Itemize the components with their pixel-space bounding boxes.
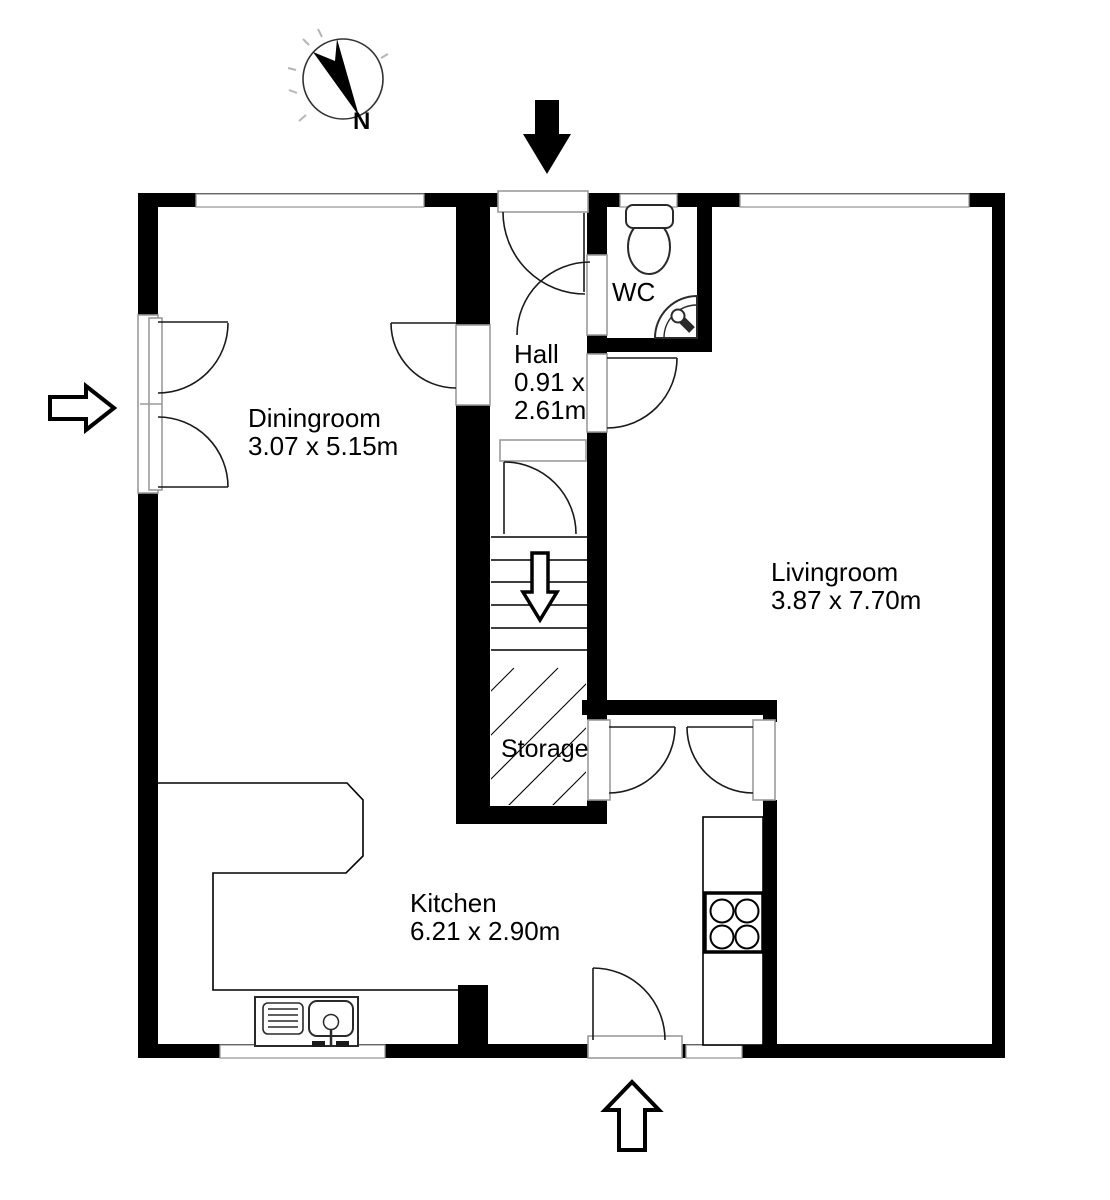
living-kitchen-wall-v bbox=[763, 800, 777, 1045]
back-entrance-arrow-icon bbox=[600, 1079, 664, 1152]
storage-hatch bbox=[491, 667, 586, 805]
counter-edge bbox=[158, 782, 458, 991]
storage-label: Storage bbox=[501, 736, 589, 763]
kitchen-window-right bbox=[685, 1044, 743, 1059]
stove-icon bbox=[703, 891, 765, 954]
wc-name: WC bbox=[612, 277, 656, 307]
diningroom-name: Diningroom bbox=[248, 403, 381, 433]
hall-dining-wall bbox=[456, 207, 490, 820]
corner-sink-icon bbox=[653, 294, 698, 339]
doors bbox=[137, 190, 776, 1059]
storage-name: Storage bbox=[501, 735, 589, 763]
entrance-arrow-icon bbox=[523, 100, 571, 174]
livingroom-dimensions: 3.87 x 7.70m bbox=[771, 585, 922, 616]
living-window bbox=[739, 193, 970, 208]
compass-needle bbox=[313, 39, 359, 116]
right-wall bbox=[992, 193, 1005, 1058]
kitchen-living-door bbox=[686, 719, 776, 801]
diningroom-dimensions: 3.07 x 5.15m bbox=[248, 431, 399, 462]
dining-french-doors bbox=[137, 314, 229, 494]
wc-bottom-wall bbox=[587, 338, 712, 352]
entrance-door bbox=[497, 190, 589, 295]
kitchen-label: Kitchen 6.21 x 2.90m bbox=[410, 889, 560, 945]
side-entrance-arrow-icon bbox=[48, 381, 118, 435]
kitchen-dimensions: 6.21 x 2.90m bbox=[410, 916, 561, 947]
dining-window bbox=[195, 193, 425, 208]
hall-label: Hall 0.91 x 2.61m bbox=[514, 340, 586, 424]
wc-label: WC bbox=[612, 278, 655, 306]
stairs bbox=[491, 536, 587, 651]
kitchen-wall-stub bbox=[458, 985, 488, 1045]
hall-dimensions-1: 0.91 x bbox=[514, 367, 585, 398]
wc-right-wall bbox=[697, 193, 712, 352]
windows bbox=[195, 193, 970, 1059]
livingroom-name: Livingroom bbox=[771, 557, 899, 587]
compass-north-label: N bbox=[353, 108, 370, 135]
stairs-down-arrow-icon bbox=[519, 551, 561, 624]
toilet-icon bbox=[625, 204, 674, 275]
kitchen-name: Kitchen bbox=[410, 888, 497, 918]
dining-door bbox=[390, 322, 491, 406]
compass-icon: N bbox=[287, 28, 389, 135]
living-kitchen-wall-h bbox=[582, 700, 777, 715]
stairs-door bbox=[499, 439, 587, 535]
livingroom-label: Livingroom 3.87 x 7.70m bbox=[771, 558, 921, 614]
diningroom-label: Diningroom 3.07 x 5.15m bbox=[248, 404, 398, 460]
hall-name: Hall bbox=[514, 339, 559, 369]
kitchen-sink-icon bbox=[254, 996, 359, 1047]
back-door bbox=[587, 967, 683, 1059]
storage-door bbox=[587, 719, 676, 801]
storage-bottom-wall bbox=[456, 806, 607, 824]
wc-door bbox=[516, 254, 608, 336]
hall-dimensions-2: 2.61m bbox=[514, 395, 587, 426]
inner-walls bbox=[456, 193, 777, 1045]
outer-walls bbox=[138, 193, 1005, 1058]
living-door bbox=[586, 353, 678, 433]
